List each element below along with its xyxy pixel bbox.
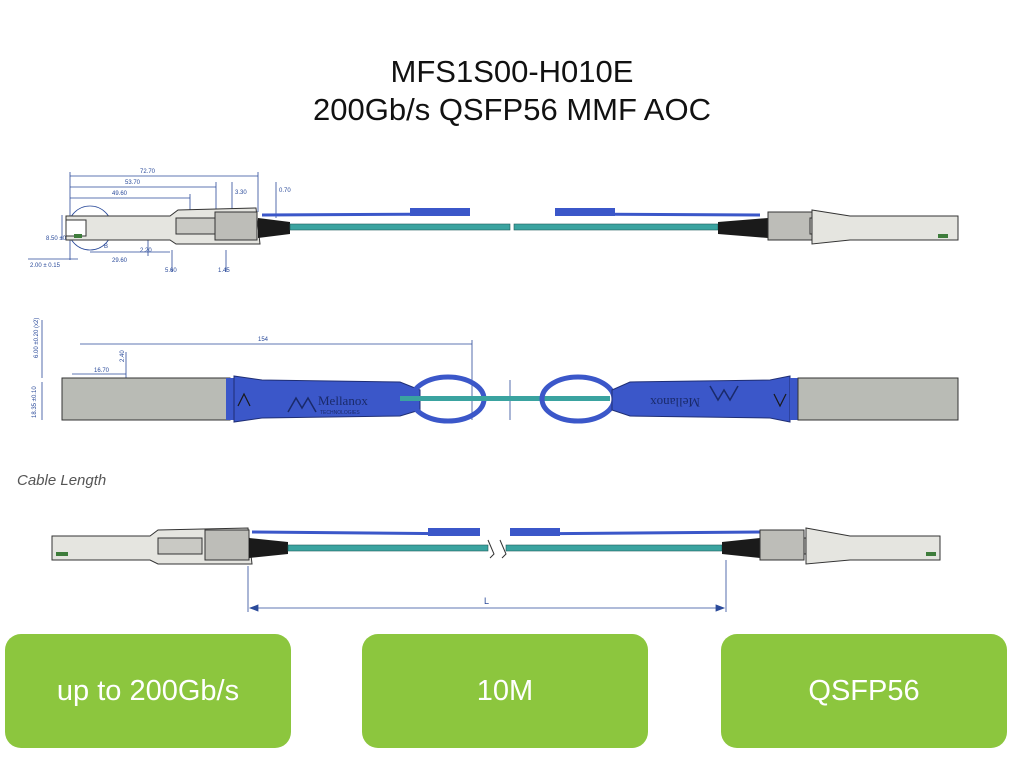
title-part-number: MFS1S00-H010E <box>390 54 634 89</box>
dim-18-35: 18.35 ±0.10 <box>32 386 38 418</box>
dim-2-40: 2.40 <box>120 350 126 362</box>
left-connector-top <box>65 207 290 245</box>
dim-8-50: 8.50 ±0.10 <box>46 236 75 242</box>
dim-72-70: 72.70 <box>140 169 156 175</box>
spec-card-length: 10M <box>362 634 648 748</box>
bottom-view-drawing: 6.00 ±0.20 (x2) 154 2.40 16.70 18.35 ±0.… <box>32 318 959 424</box>
brand-logo-left: Mellanox <box>318 393 368 408</box>
dim-53-70: 53.70 <box>125 180 141 186</box>
dim-49-60: 49.60 <box>112 191 128 197</box>
cable-right-length <box>505 544 723 552</box>
right-connector-length <box>722 527 941 565</box>
dim-16-70: 16.70 <box>94 368 110 374</box>
dim-2-20: 2.20 <box>140 248 152 254</box>
top-view-drawing: 72.70 53.70 49.60 3.30 0.70 8.50 ±0.10 2… <box>28 169 959 274</box>
left-connector-length <box>51 527 288 565</box>
dim-0-70: 0.70 <box>279 188 291 194</box>
brand-logo-right: Mellanox <box>650 395 700 410</box>
brand-mark-left-icon <box>287 396 317 413</box>
cable-bottom <box>400 396 610 401</box>
dim-6-00: 6.00 ±0.20 (x2) <box>34 318 40 358</box>
right-boot-bottom <box>611 375 791 423</box>
spec-card-speed: up to 200Gb/s <box>5 634 291 748</box>
dim-3-30: 3.30 <box>235 190 247 196</box>
title-description: 200Gb/s QSFP56 MMF AOC <box>313 92 711 127</box>
right-connector-top <box>718 209 959 245</box>
cable-length-caption: Cable Length <box>17 472 107 489</box>
cable-left-top <box>289 223 511 231</box>
dim-5-60: 5.60 <box>165 268 177 274</box>
brand-mark-right-icon <box>709 385 739 402</box>
cable-left-length <box>287 544 489 552</box>
dim-29-60: 29.60 <box>112 258 128 264</box>
cable-length-drawing: L <box>51 527 941 612</box>
brand-sub-left: TECHNOLOGIES <box>320 410 360 416</box>
spec-card-form-factor: QSFP56 <box>721 634 1007 748</box>
left-shell-bottom <box>61 377 231 421</box>
dim-154: 154 <box>258 337 269 343</box>
length-dimension-label: L <box>484 596 489 606</box>
dim-1-45: 1.45 <box>218 268 230 274</box>
dim-2-00: 2.00 ± 0.15 <box>30 263 61 269</box>
detail-b-label: B <box>104 244 108 250</box>
cable-right-top <box>513 223 719 231</box>
right-shell-bottom <box>797 377 959 421</box>
